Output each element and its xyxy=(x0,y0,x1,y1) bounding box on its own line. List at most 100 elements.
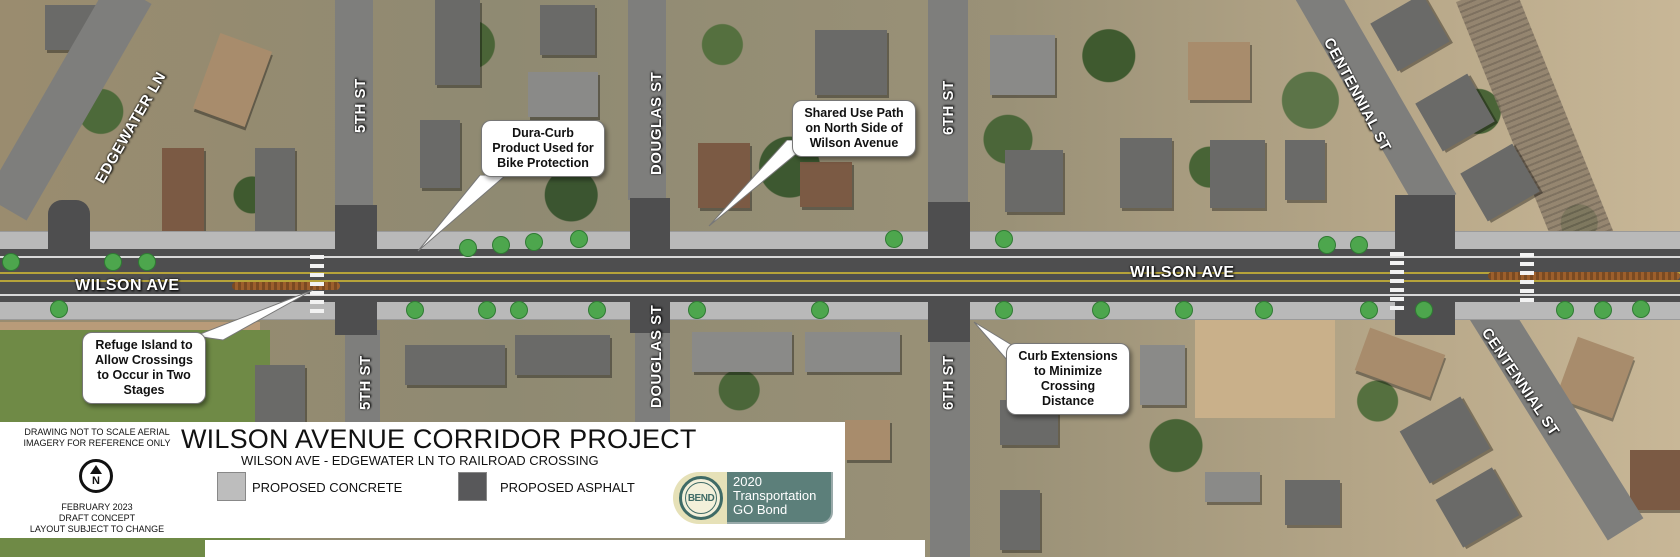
house xyxy=(162,148,204,243)
house xyxy=(405,345,505,385)
5th-st-north-street xyxy=(335,0,373,210)
house xyxy=(845,420,890,460)
go-bond-badge: BEND 2020 Transportation GO Bond xyxy=(673,472,833,524)
street-tree-icon xyxy=(995,301,1013,319)
legend-swatch-concrete xyxy=(217,472,246,501)
house xyxy=(1285,140,1325,200)
layout-note: LAYOUT SUBJECT TO CHANGE xyxy=(29,524,165,534)
street-tree-icon xyxy=(570,230,588,248)
draft-note: DRAFT CONCEPT xyxy=(58,513,136,523)
bend-seal-text: BEND xyxy=(685,482,717,514)
street-label-douglas-st-north: DOUGLAS ST xyxy=(648,71,665,175)
house xyxy=(805,332,900,372)
bike-lane-buffer-north xyxy=(0,256,1680,258)
street-tree-icon xyxy=(995,230,1013,248)
bond-line2: Transportation xyxy=(733,488,817,503)
house xyxy=(528,72,598,117)
rail-crossing-median xyxy=(1488,272,1680,280)
bond-badge-right: 2020 Transportation GO Bond xyxy=(727,472,833,524)
street-label-6th-st-north: 6TH ST xyxy=(940,80,957,135)
legend-label-concrete: PROPOSED CONCRETE xyxy=(252,480,403,495)
house xyxy=(698,143,750,208)
project-title: WILSON AVENUE CORRIDOR PROJECT xyxy=(181,424,697,454)
street-tree-icon xyxy=(688,301,706,319)
house xyxy=(255,148,295,243)
house xyxy=(1140,345,1185,405)
street-tree-icon xyxy=(492,236,510,254)
house xyxy=(815,30,887,95)
house xyxy=(1120,138,1172,208)
house xyxy=(515,335,610,375)
street-tree-icon xyxy=(50,300,68,318)
street-tree-icon xyxy=(811,301,829,319)
scale-note: DRAWING NOT TO SCALE AERIAL IMAGERY FOR … xyxy=(23,427,171,448)
street-tree-icon xyxy=(588,301,606,319)
project-subtitle: WILSON AVE - EDGEWATER LN TO RAILROAD CR… xyxy=(241,453,599,468)
north-arrow-triangle xyxy=(90,465,102,474)
douglas-st-south-street xyxy=(635,330,670,422)
bend-seal-icon: BEND xyxy=(679,476,723,520)
callout-refuge-island: Refuge Island to Allow Crossings to Occu… xyxy=(82,332,206,404)
callout-dura-curb: Dura-Curb Product Used for Bike Protecti… xyxy=(481,120,605,177)
crosswalk xyxy=(1390,250,1404,310)
douglas-st-north-street xyxy=(628,0,666,200)
house xyxy=(255,365,305,422)
street-label-6th-st-south: 6TH ST xyxy=(940,355,957,410)
street-tree-icon xyxy=(1318,236,1336,254)
house xyxy=(800,162,852,207)
street-tree-icon xyxy=(1632,300,1650,318)
5th-st-south-street xyxy=(345,330,380,422)
legend-swatch-asphalt xyxy=(458,472,487,501)
street-tree-icon xyxy=(1594,301,1612,319)
street-tree-icon xyxy=(1175,301,1193,319)
street-tree-icon xyxy=(104,253,122,271)
center-line-north xyxy=(0,272,1680,274)
house xyxy=(990,35,1055,95)
house xyxy=(540,5,595,55)
street-label-wilson-ave-west: WILSON AVE xyxy=(75,277,180,294)
street-tree-icon xyxy=(478,301,496,319)
bike-lane-buffer-south xyxy=(0,294,1680,296)
legend-label-asphalt: PROPOSED ASPHALT xyxy=(500,480,635,495)
crosswalk xyxy=(1520,250,1534,302)
house xyxy=(1188,42,1250,100)
house xyxy=(1630,450,1680,510)
north-arrow-icon: N xyxy=(79,459,113,493)
date-note: FEBRUARY 2023 xyxy=(61,502,133,512)
street-tree-icon xyxy=(885,230,903,248)
street-tree-icon xyxy=(138,253,156,271)
street-tree-icon xyxy=(1092,301,1110,319)
street-tree-icon xyxy=(1360,301,1378,319)
house xyxy=(1000,490,1040,550)
blank-area xyxy=(845,422,925,557)
street-label-5th-st-south: 5TH ST xyxy=(357,355,374,410)
crosswalk xyxy=(310,255,324,313)
callout-shared-use-path: Shared Use Path on North Side of Wilson … xyxy=(792,100,916,157)
bond-badge-text: 2020 Transportation GO Bond xyxy=(733,475,816,517)
bond-year: 2020 xyxy=(733,474,762,489)
street-tree-icon xyxy=(1556,301,1574,319)
street-label-douglas-st-south: DOUGLAS ST xyxy=(648,304,665,408)
house xyxy=(435,0,480,85)
street-label-wilson-ave-east: WILSON AVE xyxy=(1130,264,1235,281)
house xyxy=(1210,140,1265,208)
dirt-lot xyxy=(1195,318,1335,418)
bond-line3: GO Bond xyxy=(733,502,788,517)
proposed-asphalt-edgewater-intersection xyxy=(48,200,90,255)
house xyxy=(420,120,460,188)
street-tree-icon xyxy=(1350,236,1368,254)
street-label-5th-st-north: 5TH ST xyxy=(352,78,369,133)
street-tree-icon xyxy=(2,253,20,271)
house xyxy=(692,332,792,372)
house xyxy=(1205,472,1260,502)
callout-curb-extensions: Curb Extensions to Minimize Crossing Dis… xyxy=(1006,343,1130,415)
north-letter: N xyxy=(92,475,100,487)
blank-area xyxy=(205,540,925,557)
6th-st-south-street xyxy=(930,340,970,557)
street-tree-icon xyxy=(525,233,543,251)
street-tree-icon xyxy=(1415,301,1433,319)
street-tree-icon xyxy=(406,301,424,319)
house xyxy=(1005,150,1063,212)
street-tree-icon xyxy=(510,301,528,319)
